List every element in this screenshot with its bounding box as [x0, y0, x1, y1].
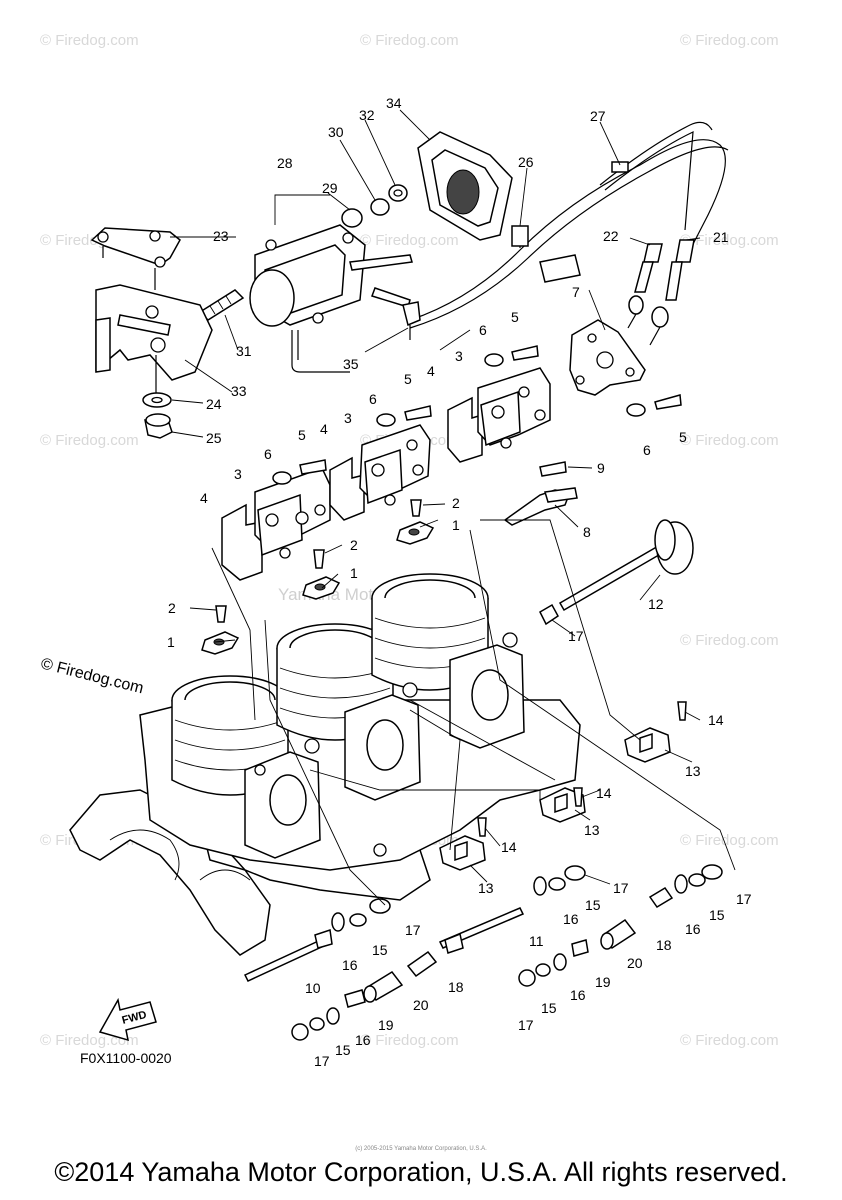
firedog-label: © Firedog.com	[39, 655, 145, 697]
callout-17: 17	[736, 891, 752, 907]
clamp-parts	[201, 499, 435, 655]
valve-cover-assembly	[221, 319, 682, 581]
callout-5: 5	[404, 371, 412, 387]
leader-lines	[170, 109, 736, 906]
watermark-text: © Firedog.com	[680, 832, 779, 849]
callout-18: 18	[448, 979, 464, 995]
callout-15: 15	[709, 907, 725, 923]
callout-33: 33	[231, 383, 247, 399]
callout-8: 8	[583, 524, 591, 540]
callout-2: 2	[452, 495, 460, 511]
watermark-text: © Firedog.com	[680, 632, 779, 649]
bracket-assembly	[90, 227, 213, 439]
callout-4: 4	[427, 363, 435, 379]
callout-3: 3	[234, 466, 242, 482]
callout-1: 1	[452, 517, 460, 533]
watermark-text: © Firedog.com	[40, 32, 139, 49]
callout-16: 16	[563, 911, 579, 927]
watermark-text: © Firedog.com	[360, 32, 459, 49]
callout-17: 17	[613, 880, 629, 896]
callout-17: 17	[568, 628, 584, 644]
callout-25: 25	[206, 430, 222, 446]
callout-16: 16	[685, 921, 701, 937]
watermark-text: © Firedog.com	[680, 432, 779, 449]
cylinder-block	[69, 573, 581, 956]
callout-1: 1	[350, 565, 358, 581]
callout-5: 5	[679, 429, 687, 445]
callout-23: 23	[213, 228, 229, 244]
callout-2: 2	[168, 600, 176, 616]
lower-shaft-assembly	[243, 864, 723, 1041]
callout-5: 5	[298, 427, 306, 443]
callout-15: 15	[541, 1000, 557, 1016]
callout-6: 6	[369, 391, 377, 407]
callout-16: 16	[342, 957, 358, 973]
watermark-text: © Firedog.com	[40, 432, 139, 449]
watermark-text: © Firedog.com	[680, 232, 779, 249]
cable-assembly	[198, 121, 729, 373]
callout-35: 35	[343, 356, 359, 372]
callout-14: 14	[708, 712, 724, 728]
tiny-copyright: (c) 2005-2015 Yamaha Motor Corporation, …	[355, 1146, 487, 1152]
callout-9: 9	[597, 460, 605, 476]
callout-20: 20	[413, 997, 429, 1013]
callout-3: 3	[455, 348, 463, 364]
callout-20: 20	[627, 955, 643, 971]
callout-4: 4	[200, 490, 208, 506]
callout-29: 29	[322, 180, 338, 196]
callout-28: 28	[277, 155, 293, 171]
watermark-text: © Firedog.com	[360, 232, 459, 249]
callout-3: 3	[344, 410, 352, 426]
callout-19: 19	[378, 1017, 394, 1033]
callout-18: 18	[656, 937, 672, 953]
callout-11: 11	[529, 933, 544, 949]
figure-code: F0X1100-0020	[80, 1050, 172, 1066]
callout-31: 31	[236, 343, 252, 359]
callout-17: 17	[405, 922, 421, 938]
copyright-footer: ©2014 Yamaha Motor Corporation, U.S.A. A…	[54, 1157, 788, 1187]
callout-6: 6	[479, 322, 487, 338]
callout-12: 12	[648, 596, 664, 612]
callout-22: 22	[603, 228, 619, 244]
valve-rod-assembly	[503, 461, 694, 626]
watermark-text: © Firedog.com	[680, 32, 779, 49]
callout-14: 14	[501, 839, 517, 855]
callout-14: 14	[596, 785, 612, 801]
callout-30: 30	[328, 124, 344, 140]
callout-6: 6	[264, 446, 272, 462]
callout-15: 15	[335, 1042, 351, 1058]
callout-16: 16	[355, 1032, 371, 1048]
callout-32: 32	[359, 107, 375, 123]
callout-27: 27	[590, 108, 606, 124]
callout-21: 21	[713, 229, 729, 245]
callout-13: 13	[584, 822, 600, 838]
callout-7: 7	[572, 284, 580, 300]
callout-15: 15	[585, 897, 601, 913]
callout-13: 13	[685, 763, 701, 779]
callout-10: 10	[305, 980, 321, 996]
forward-arrow: FWD	[98, 997, 157, 1042]
callout-13: 13	[478, 880, 494, 896]
callout-2: 2	[350, 537, 358, 553]
callout-15: 15	[372, 942, 388, 958]
callout-numbers: 1 1 1 2 2 2 3 3 3 4 4 4 5 5 5 5 6 6 6 6 …	[167, 95, 752, 1069]
callout-6: 6	[643, 442, 651, 458]
callout-26: 26	[518, 154, 534, 170]
callout-34: 34	[386, 95, 402, 111]
callout-16: 16	[570, 987, 586, 1003]
watermark-text: © Firedog.com	[360, 1032, 459, 1049]
callout-17: 17	[518, 1017, 534, 1033]
callout-24: 24	[206, 396, 222, 412]
callout-17: 17	[314, 1053, 330, 1069]
callout-1: 1	[167, 634, 175, 650]
watermark-text: © Firedog.com	[680, 1032, 779, 1049]
callout-5: 5	[511, 309, 519, 325]
callout-4: 4	[320, 421, 328, 437]
callout-19: 19	[595, 974, 611, 990]
